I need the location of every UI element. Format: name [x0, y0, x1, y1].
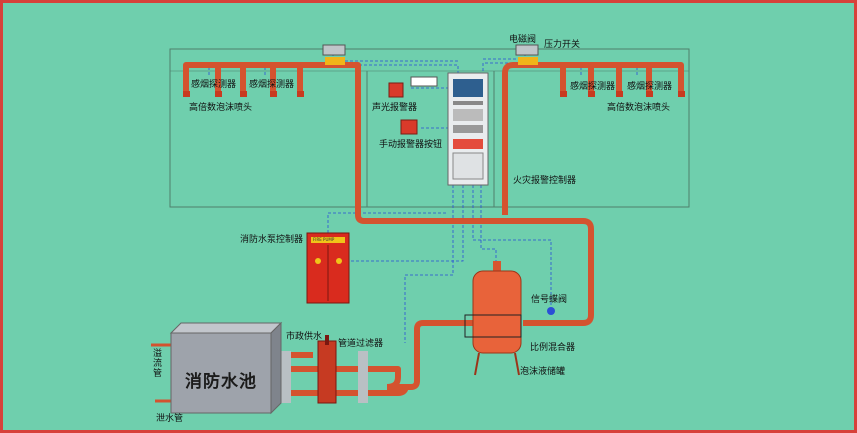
smoke-detector-label-left-1: 感烟探测器 [191, 80, 237, 90]
foam-nozzles [183, 91, 685, 97]
strobe-alarm-icon [388, 82, 404, 98]
foam-tank [464, 261, 522, 376]
pump-cabinet-plate: FIRE PUMP [313, 237, 335, 242]
manual-button-icon [400, 119, 418, 135]
schematic-drawing [151, 44, 690, 415]
pressure-switch-label: 压力开关 [544, 40, 581, 50]
solenoid-valve-left [322, 44, 346, 65]
fire-controller-label: 火灾报警控制器 [513, 176, 577, 186]
foam-nozzle-label-right: 高倍数泡沫喷头 [607, 103, 671, 113]
overflow-pipe-label: 溢流管 [153, 349, 163, 379]
pipe-filter-label: 管道过滤器 [338, 339, 384, 349]
signal-valve-label: 信号蝶阀 [531, 295, 568, 305]
drain-pipe-label: 泄水管 [156, 414, 184, 424]
display-panel [410, 76, 438, 87]
foam-nozzle-label-left: 高倍数泡沫喷头 [189, 103, 253, 113]
solenoid-valve-right [515, 44, 539, 65]
municipal-water-label: 市政供水 [286, 332, 323, 342]
fire-alarm-controller-cabinet [447, 72, 489, 186]
main-pipes [183, 62, 684, 396]
smoke-detector-label-right-2: 感烟探测器 [627, 82, 673, 92]
strobe-alarm-label: 声光报警器 [372, 103, 418, 113]
protected-room-outline [169, 48, 690, 208]
smoke-detector-label-left-2: 感烟探测器 [249, 80, 295, 90]
solenoid-valve-label: 电磁阀 [509, 35, 537, 45]
smoke-detector-label-right-1: 感烟探测器 [570, 82, 616, 92]
proportional-mixer-label: 比例混合器 [530, 343, 576, 353]
fire-pool-title: 消防水池 [185, 372, 257, 392]
pump-controller-label: 消防水泵控制器 [240, 235, 304, 245]
manual-button-label: 手动报警器按钮 [379, 140, 443, 150]
foam-tank-label: 泡沫液储罐 [520, 367, 566, 377]
fire-pool-tank [169, 321, 283, 415]
signal-butterfly-valve-icon [547, 307, 555, 315]
pump-controller-cabinet [306, 232, 350, 304]
water-pumps [281, 335, 368, 404]
